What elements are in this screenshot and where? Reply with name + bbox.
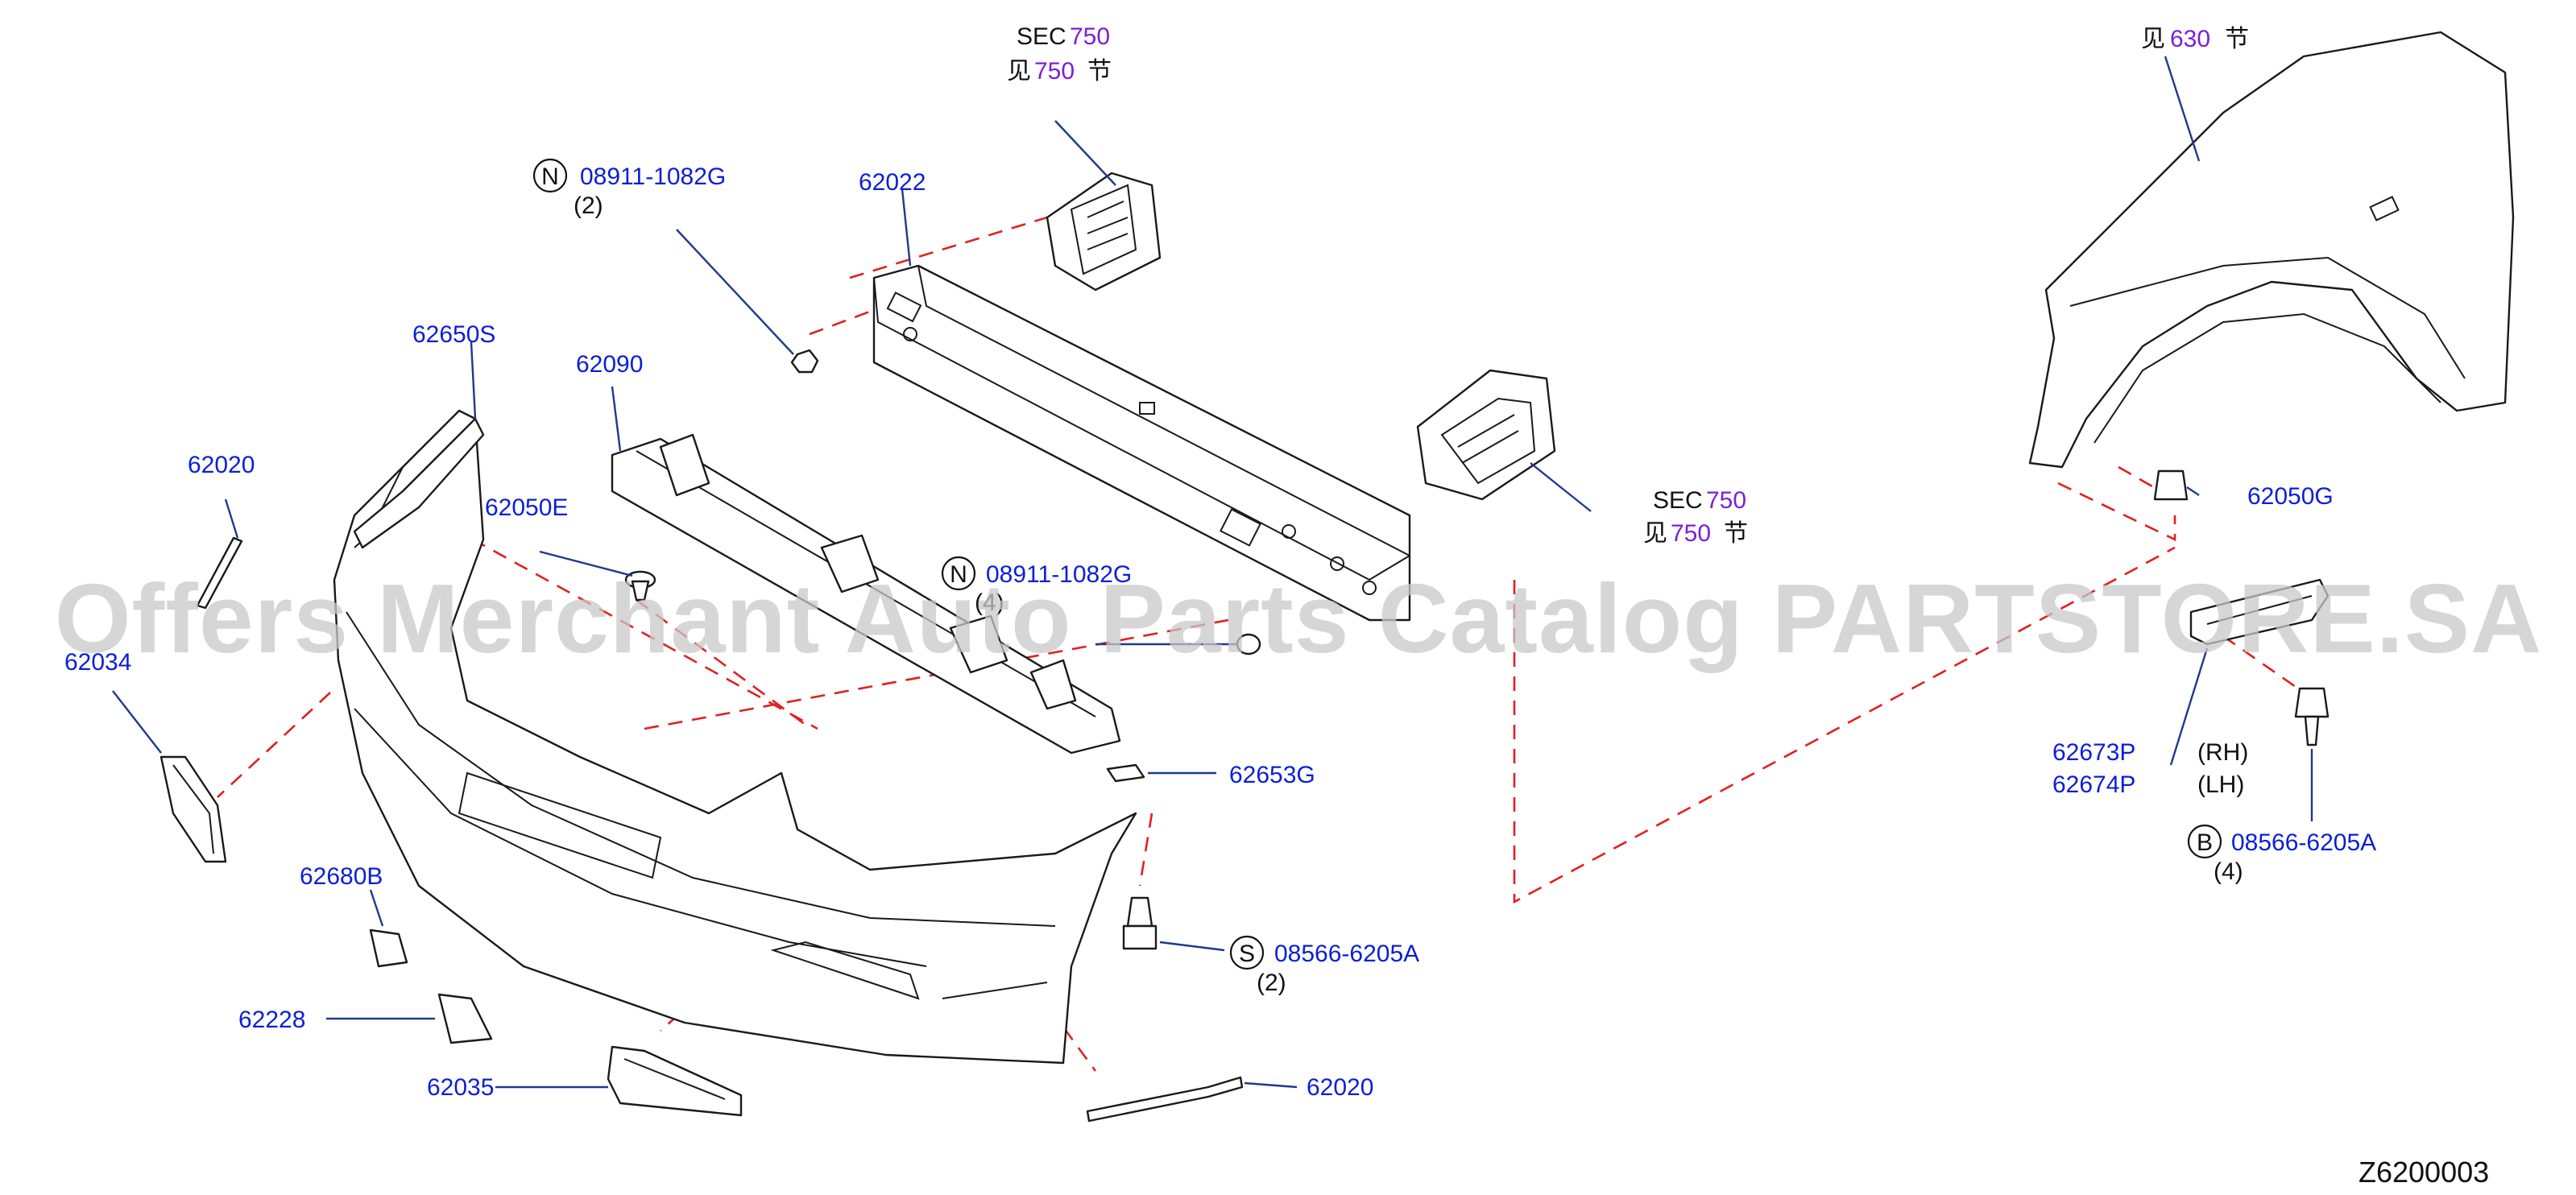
part-62050G[interactable]: 62050G (2247, 483, 2334, 510)
sec-right-cn-post: 节 (1724, 520, 1748, 547)
bolt-b-symbol: B (2197, 829, 2213, 856)
side-lamp-62034 (159, 755, 227, 863)
bolt-s-qty: (2) (1257, 970, 1286, 996)
sec-right-prefix: SEC (1653, 487, 1703, 514)
fender-ref-cn-post: 节 (2225, 26, 2249, 52)
sec-top-number[interactable]: 750 (1070, 23, 1110, 50)
nut-mid-symbol: N (950, 561, 967, 588)
fender-bracket-62673P (2189, 578, 2330, 646)
diagram-code: Z6200003 (2359, 1156, 2489, 1189)
sec-top-cn-post: 节 (1087, 58, 1112, 85)
part-62035[interactable]: 62035 (427, 1074, 494, 1101)
part-62022[interactable]: 62022 (859, 169, 926, 196)
part-62020-bottom[interactable]: 62020 (1307, 1074, 1373, 1101)
fender-ref-cn-pre: 见 (2141, 26, 2165, 52)
molding-strip-62020-bottom (1086, 1076, 1244, 1123)
bolt-b-qty: (4) (2214, 858, 2243, 885)
mounting-bracket-top (1046, 172, 1162, 292)
front-bumper-fascia (333, 409, 1137, 1065)
sec-top-cn-pre: 见 (1007, 58, 1031, 85)
nut-mid-qty: (4) (975, 589, 1004, 616)
part-62674P[interactable]: 62674P (2052, 771, 2135, 798)
fog-lamp-cover-62035 (607, 1045, 743, 1117)
part-62020-left[interactable]: 62020 (188, 452, 255, 478)
side-bracket-62650S (353, 417, 485, 549)
sec-right-cn-number[interactable]: 750 (1671, 520, 1711, 547)
fender-ref-number[interactable]: 630 (2170, 26, 2210, 52)
side-rh: (RH) (2197, 739, 2248, 766)
sec-top-cn-number[interactable]: 750 (1034, 58, 1075, 85)
nut-mid (1236, 633, 1261, 655)
bumper-reinforcement-62022 (872, 264, 1411, 622)
part-62050E[interactable]: 62050E (485, 494, 568, 521)
part-62680B[interactable]: 62680B (300, 863, 383, 890)
molding-strip-62020-left (196, 536, 243, 610)
bracket-62680B (369, 928, 408, 968)
part-62673P[interactable]: 62673P (2052, 739, 2135, 766)
side-lh: (LH) (2197, 771, 2244, 798)
nut-top (790, 349, 819, 374)
seal-62653G (1106, 763, 1145, 783)
leader-lines (112, 56, 2313, 1089)
sec-right-number[interactable]: 750 (1706, 487, 1746, 514)
mounting-bracket-right (1416, 369, 1556, 501)
bolt-s-part-number[interactable]: 08566-6205A (1274, 941, 1419, 967)
sec-top-prefix: SEC (1017, 23, 1066, 50)
bolt-s (1122, 896, 1158, 950)
callout-symbols (532, 158, 2222, 970)
part-62228[interactable]: 62228 (238, 1007, 305, 1033)
nut-mid-part-number[interactable]: 08911-1082G (986, 561, 1132, 588)
nut-top-part-number[interactable]: 08911-1082G (580, 163, 726, 190)
sec-right-cn-pre: 见 (1643, 520, 1667, 547)
bolt-s-symbol: S (1239, 941, 1255, 967)
clip-62050E (624, 570, 656, 602)
front-fender (2028, 31, 2515, 469)
bolt-b-part-number[interactable]: 08566-6205A (2231, 829, 2376, 856)
nut-top-qty: (2) (574, 192, 603, 219)
part-62650S[interactable]: 62650S (412, 321, 495, 348)
watermark: Offers Merchant Auto Parts Catalog PARTS… (55, 564, 2542, 673)
clip-62050G (2153, 469, 2189, 501)
part-62090[interactable]: 62090 (576, 351, 643, 378)
energy-absorber-62090 (611, 433, 1121, 755)
part-62034[interactable]: 62034 (64, 649, 131, 676)
tow-hook-cover-62228 (437, 993, 493, 1044)
part-62653G[interactable]: 62653G (1229, 762, 1315, 788)
bolt-b (2294, 687, 2330, 746)
nut-top-symbol: N (541, 163, 559, 190)
